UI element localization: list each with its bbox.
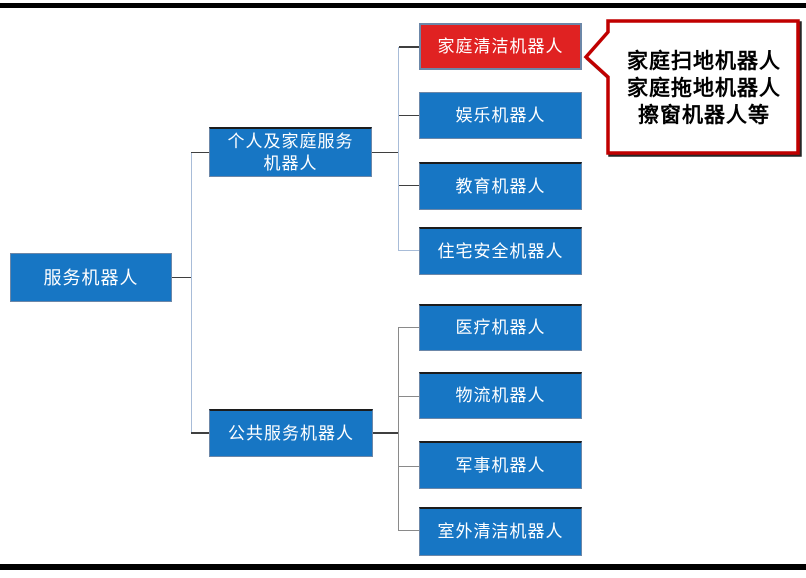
node-home-cleaning: 家庭清洁机器人 bbox=[419, 23, 582, 70]
node-logistics: 物流机器人 bbox=[419, 372, 582, 419]
connector-stub-military bbox=[399, 466, 419, 467]
top-rule bbox=[0, 3, 806, 8]
connector-stub-home-cleaning bbox=[399, 46, 419, 48]
node-military-label: 军事机器人 bbox=[455, 455, 546, 475]
connector-left-vertical bbox=[191, 152, 192, 433]
node-service-robot: 服务机器人 bbox=[10, 253, 172, 302]
node-medical-label: 医疗机器人 bbox=[455, 318, 546, 337]
connector-root-h bbox=[172, 277, 191, 278]
connector-stub-entertainment bbox=[399, 115, 419, 116]
callout-bubble-shape bbox=[583, 19, 800, 155]
callout-line-2: 家庭拖地机器人 bbox=[627, 76, 781, 100]
node-outdoor-cleaning: 室外清洁机器人 bbox=[419, 507, 582, 556]
node-outdoor-cleaning-label: 室外清洁机器人 bbox=[437, 522, 564, 541]
connector-stub-residential-security bbox=[399, 250, 419, 251]
bottom-rule bbox=[0, 564, 806, 570]
node-medical: 医疗机器人 bbox=[419, 304, 582, 351]
connector-branch1-right-h bbox=[372, 152, 398, 153]
connector-stub-education bbox=[399, 185, 419, 186]
node-personal-home-service-label: 个人及家庭服务机器人 bbox=[227, 131, 354, 173]
node-logistics-label: 物流机器人 bbox=[455, 386, 546, 405]
node-education: 教育机器人 bbox=[419, 162, 582, 210]
node-residential-security-label: 住宅安全机器人 bbox=[437, 241, 564, 261]
node-entertainment: 娱乐机器人 bbox=[419, 92, 582, 139]
connector-branch2-right-h bbox=[373, 432, 398, 434]
node-personal-home-service: 个人及家庭服务机器人 bbox=[209, 127, 372, 177]
connector-right-vertical-top bbox=[398, 47, 399, 251]
connector-stub-outdoor-cleaning bbox=[399, 530, 419, 531]
connector-branch1-h bbox=[191, 152, 209, 153]
callout-line-1: 家庭扫地机器人 bbox=[627, 49, 781, 73]
callout-text: 家庭扫地机器人 家庭拖地机器人 擦窗机器人等 bbox=[610, 24, 798, 152]
callout-line-3: 擦窗机器人等 bbox=[638, 103, 770, 127]
connector-stub-logistics bbox=[399, 396, 419, 397]
connector-branch2-h bbox=[191, 432, 209, 434]
callout: 家庭扫地机器人 家庭拖地机器人 擦窗机器人等 bbox=[580, 18, 804, 160]
node-service-robot-label: 服务机器人 bbox=[43, 267, 139, 288]
node-entertainment-label: 娱乐机器人 bbox=[455, 105, 546, 125]
node-home-cleaning-label: 家庭清洁机器人 bbox=[437, 36, 564, 56]
node-residential-security: 住宅安全机器人 bbox=[419, 227, 582, 275]
node-public-service-label: 公共服务机器人 bbox=[228, 423, 354, 443]
connector-right-vertical-bottom bbox=[398, 327, 399, 531]
node-public-service: 公共服务机器人 bbox=[209, 409, 373, 457]
node-military: 军事机器人 bbox=[419, 441, 582, 489]
connector-stub-medical bbox=[399, 327, 419, 328]
node-education-label: 教育机器人 bbox=[455, 176, 546, 196]
